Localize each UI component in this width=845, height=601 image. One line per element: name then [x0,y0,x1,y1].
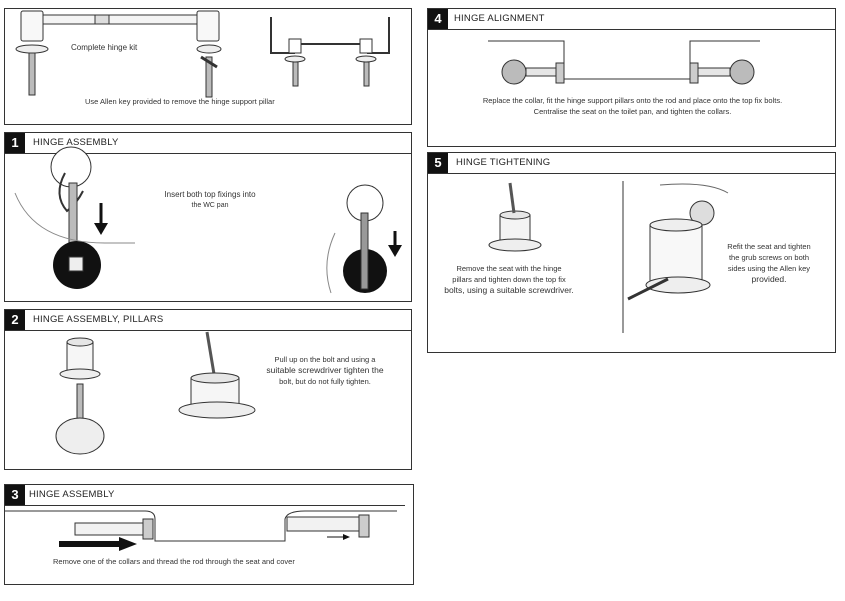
step-2-illustration [55,331,256,455]
step-4-illustration [488,40,760,85]
step-5-right-line-3: sides using the Allen key [727,264,811,273]
step-5-title: HINGE TIGHTENING [456,157,551,168]
step-5-header: 5 HINGE TIGHTENING [428,153,835,174]
step-5-right-line-1: Refit the seat and tighten [727,242,811,251]
step-2-text: Pull up on the bolt and using a suitable… [255,354,395,387]
step-1-title: HINGE ASSEMBLY [33,137,119,148]
step-4-line-2: Centralise the seat on the toilet pan, a… [533,107,732,116]
step-2-header: 2 HINGE ASSEMBLY, PILLARS [5,310,411,331]
step-4-line-1: Replace the collar, fit the hinge suppor… [482,96,783,105]
step-3-title: HINGE ASSEMBLY [29,489,115,500]
overview-instruction: Use Allen key provided to remove the hin… [85,97,275,106]
step-2-number: 2 [5,310,25,330]
step-3-text: Remove one of the collars and thread the… [53,557,295,566]
step-3-header: 3 HINGE ASSEMBLY [5,485,405,506]
step-4-text: Replace the collar, fit the hinge suppor… [432,95,833,117]
step-5-number: 5 [428,153,448,173]
step-2-title: HINGE ASSEMBLY, PILLARS [33,314,164,325]
step-1-text: Insert both top fixings into the WC pan [155,189,265,211]
step-5-left-text: Remove the seat with the hinge pillars a… [434,263,584,296]
step-3-illustration [5,510,397,551]
step-5-left-line-2: pillars and tighten down the top fix [452,275,566,284]
overview-panel: Complete hinge kit Use Allen key provide… [4,8,412,125]
step-5-right-line-4: provided. [751,274,787,284]
step-5-right-line-2: the grub screws on both [728,253,810,262]
step-5-illustration [488,181,729,333]
hinge-kit-illustration [15,10,390,98]
step-2-line-2: suitable screwdriver tighten the [266,365,384,375]
step-1-line-1: Insert both top fixings into [164,190,256,199]
step-2-line-3: bolt, but do not fully tighten. [279,377,371,386]
step-1-illustration [14,146,402,294]
step-5-left-line-3: bolts, using a suitable screwdriver. [444,285,574,295]
step-5-right-text: Refit the seat and tighten the grub scre… [714,241,824,285]
step-1-line-2: the WC pan [191,202,229,209]
step-1-number: 1 [5,133,25,153]
step-3-number: 3 [5,485,25,505]
step-2-line-1: Pull up on the bolt and using a [274,355,376,364]
step-1-header: 1 HINGE ASSEMBLY [5,133,411,154]
step-4-header: 4 HINGE ALIGNMENT [428,9,835,30]
hinge-kit-label: Complete hinge kit [71,43,138,52]
step-5-left-line-1: Remove the seat with the hinge [456,264,562,273]
step-1-panel: 1 HINGE ASSEMBLY Insert both top fixings… [4,132,412,302]
step-4-title: HINGE ALIGNMENT [454,13,545,24]
step-4-panel: 4 HINGE ALIGNMENT Replace the collar, fi… [427,8,836,147]
step-4-number: 4 [428,9,448,29]
step-5-panel: 5 HINGE TIGHTENING Remove the seat with … [427,152,836,353]
step-2-panel: 2 HINGE ASSEMBLY, PILLARS Pull up on the… [4,309,412,470]
step-3-panel: 3 HINGE ASSEMBLY Remove one of the colla… [4,484,414,585]
